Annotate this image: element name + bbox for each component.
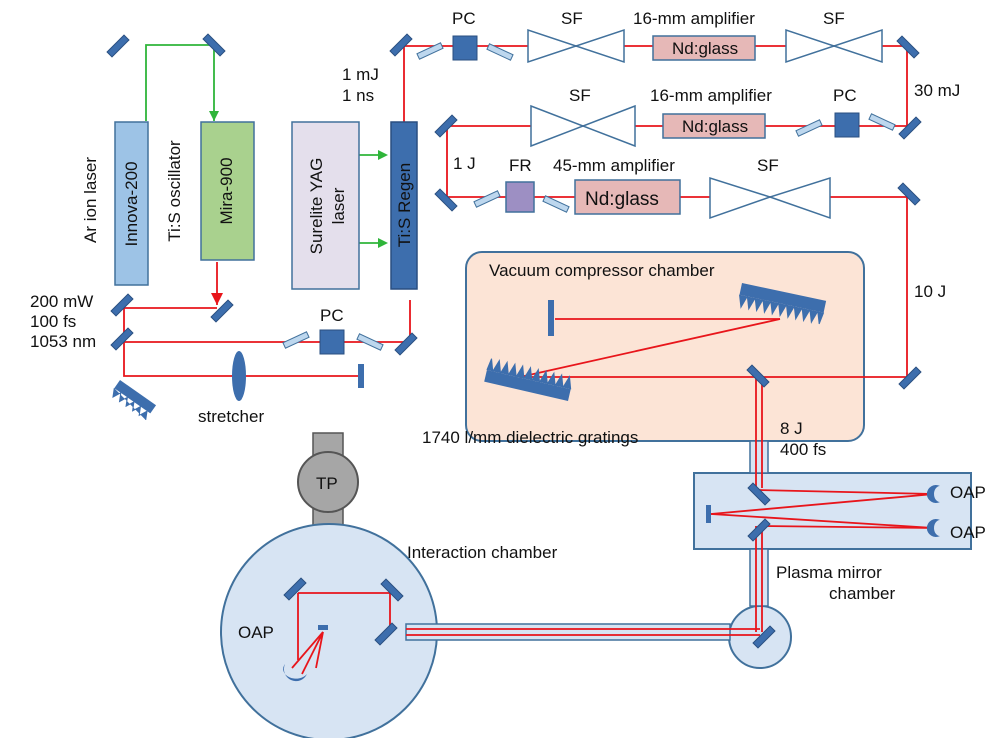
ar-ion-laser-label: Ar ion laser: [81, 157, 100, 243]
innova-label: Innova-200: [122, 161, 141, 246]
mira-output-arrowhead: [211, 293, 223, 305]
ndglass-label-3: Nd:glass: [585, 189, 659, 210]
fr-label: FR: [509, 156, 532, 175]
tis-regen-label: Ti:S Regen: [395, 163, 414, 247]
pump-arrowheads: [209, 111, 388, 248]
oap-mirrors: [283, 485, 940, 682]
mira-laser-box: [200, 121, 255, 261]
interaction-chamber-label: Interaction chamber: [407, 543, 558, 562]
turbo-pump: [297, 451, 359, 513]
sf-label-2: SF: [823, 9, 845, 28]
spatial-filters: [527, 28, 883, 220]
tp-label: TP: [316, 474, 338, 493]
stretcher-end-mirror: [358, 364, 364, 388]
gratings-label: 1740 l/mm dielectric gratings: [422, 428, 638, 447]
oap-label-3: OAP: [238, 623, 274, 642]
stretcher-label: stretcher: [198, 407, 264, 426]
compressor-end-mirror: [548, 300, 554, 336]
energy-8j-label: 8 J: [780, 419, 803, 438]
power-200mw-label: 200 mW: [30, 292, 93, 311]
duration-1ns-label: 1 ns: [342, 86, 374, 105]
sf-label-3: SF: [569, 86, 591, 105]
pc-label-3: PC: [320, 306, 344, 325]
polarizer-plates: [282, 42, 896, 351]
mirrors: [106, 33, 922, 649]
innova-laser-box: [114, 121, 149, 286]
faraday-rotator: [505, 181, 535, 213]
text-labels: 1 mJ 1 ns PC SF 16-mm amplifier Nd:glass…: [30, 9, 986, 642]
pc-label-2: PC: [833, 86, 857, 105]
surelite-laser-box: [291, 121, 360, 290]
amplifiers: [574, 35, 766, 215]
pockels-cells: [319, 35, 860, 355]
duration-400fs-label: 400 fs: [780, 440, 826, 459]
oap-label-1: OAP: [950, 483, 986, 502]
vacuum-chamber-label: Vacuum compressor chamber: [489, 261, 715, 280]
sf-label-1: SF: [561, 9, 583, 28]
surelite-label-line2: laser: [329, 187, 348, 224]
tis-oscillator-label: Ti:S oscillator: [165, 140, 184, 242]
energy-30mj-label: 30 mJ: [914, 81, 960, 100]
ndglass-label-1: Nd:glass: [672, 39, 738, 58]
amp16-label-1: 16-mm amplifier: [633, 9, 755, 28]
vacuum-compressor-chamber: [465, 251, 865, 442]
energy-10j-label: 10 J: [914, 282, 946, 301]
duration-100fs-label: 100 fs: [30, 312, 76, 331]
plasma-mirror-label-line2: chamber: [829, 584, 895, 603]
plasma-mirror-label-line1: Plasma mirror: [776, 563, 882, 582]
energy-1j-label: 1 J: [453, 154, 476, 173]
amp45-label: 45-mm amplifier: [553, 156, 675, 175]
compressor-grating-1: [739, 283, 827, 325]
amp16-label-2: 16-mm amplifier: [650, 86, 772, 105]
surelite-label-line1: Surelite YAG: [307, 158, 326, 255]
stretcher-grating: [112, 380, 157, 421]
oap-label-2: OAP: [950, 523, 986, 542]
stretcher-lens: [232, 351, 246, 401]
mira-label: Mira-900: [217, 157, 236, 224]
energy-1mj-label: 1 mJ: [342, 65, 379, 84]
target: [318, 625, 328, 630]
tis-regen-box: [390, 121, 418, 290]
vacuum-tube-horizontal: [405, 623, 731, 641]
pc-label-1: PC: [452, 9, 476, 28]
wavelength-1053-label: 1053 nm: [30, 332, 96, 351]
plasma-end-mirror: [706, 505, 711, 523]
sf-label-4: SF: [757, 156, 779, 175]
compressor-grating-2: [484, 358, 572, 401]
vacuum-tube-vertical: [749, 440, 769, 607]
ndglass-label-2: Nd:glass: [682, 117, 748, 136]
